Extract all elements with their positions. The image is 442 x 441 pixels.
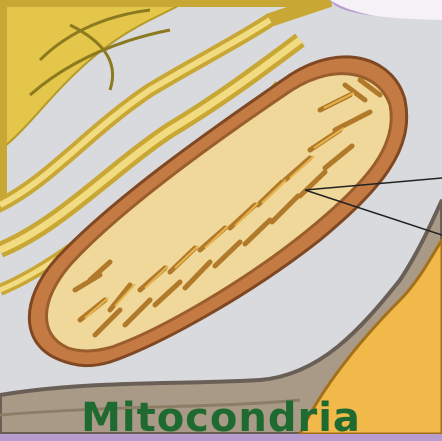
diagram-title: Mitocondria	[0, 398, 442, 438]
